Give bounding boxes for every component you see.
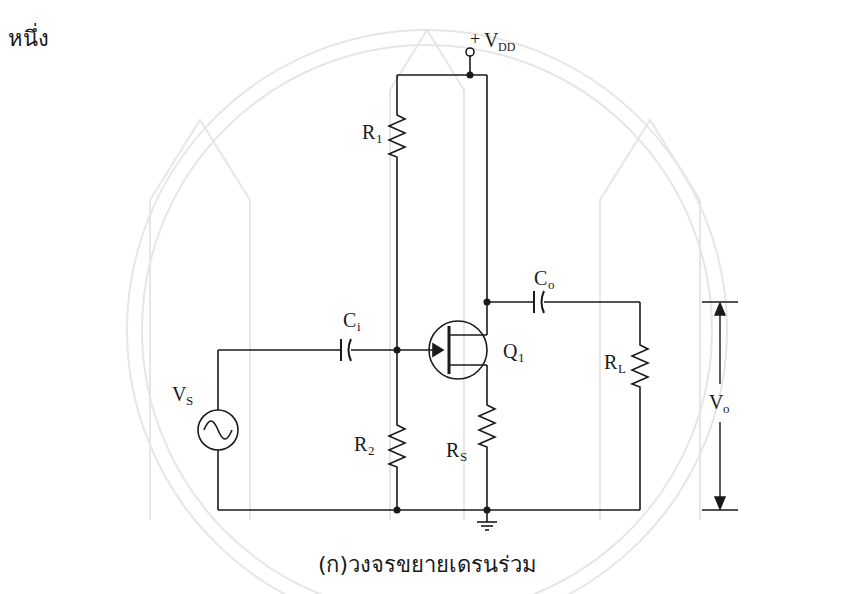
source-subscript: S	[186, 394, 193, 407]
component-label: C	[534, 268, 547, 288]
supply-subscript: DD	[498, 41, 515, 53]
watermark	[127, 30, 727, 594]
transistor-label: Q	[503, 341, 517, 361]
component-label: R	[362, 122, 375, 142]
component-label: R	[354, 434, 367, 454]
junction-dots	[394, 72, 491, 514]
transistor-subscript: 1	[518, 351, 525, 364]
output-voltage-marker	[702, 302, 738, 510]
wires	[218, 48, 640, 522]
supply-symbol: V	[484, 30, 498, 50]
component-label: R	[446, 440, 459, 460]
ac-source-symbol	[198, 410, 238, 450]
component-subscript: 2	[368, 444, 375, 457]
component-subscript: 1	[376, 132, 383, 145]
source-label: V	[172, 384, 186, 404]
output-subscript: o	[723, 402, 730, 415]
component-subscript: S	[460, 450, 467, 463]
component-subscript: L	[618, 362, 626, 375]
output-label: V	[709, 392, 723, 412]
component-subscript: o	[548, 278, 555, 291]
body-text-fragment: หนึ่ง	[8, 28, 49, 50]
ground-symbol	[477, 522, 497, 530]
component-subscript: i	[357, 320, 361, 333]
supply-sign: +	[470, 30, 480, 48]
figure-caption: (ก)วงจรขยายเดรนร่วม	[0, 552, 855, 578]
component-label: R	[604, 352, 617, 372]
jfet-symbol	[429, 321, 487, 379]
resistor-symbol	[389, 110, 648, 470]
component-label: C	[343, 310, 356, 330]
